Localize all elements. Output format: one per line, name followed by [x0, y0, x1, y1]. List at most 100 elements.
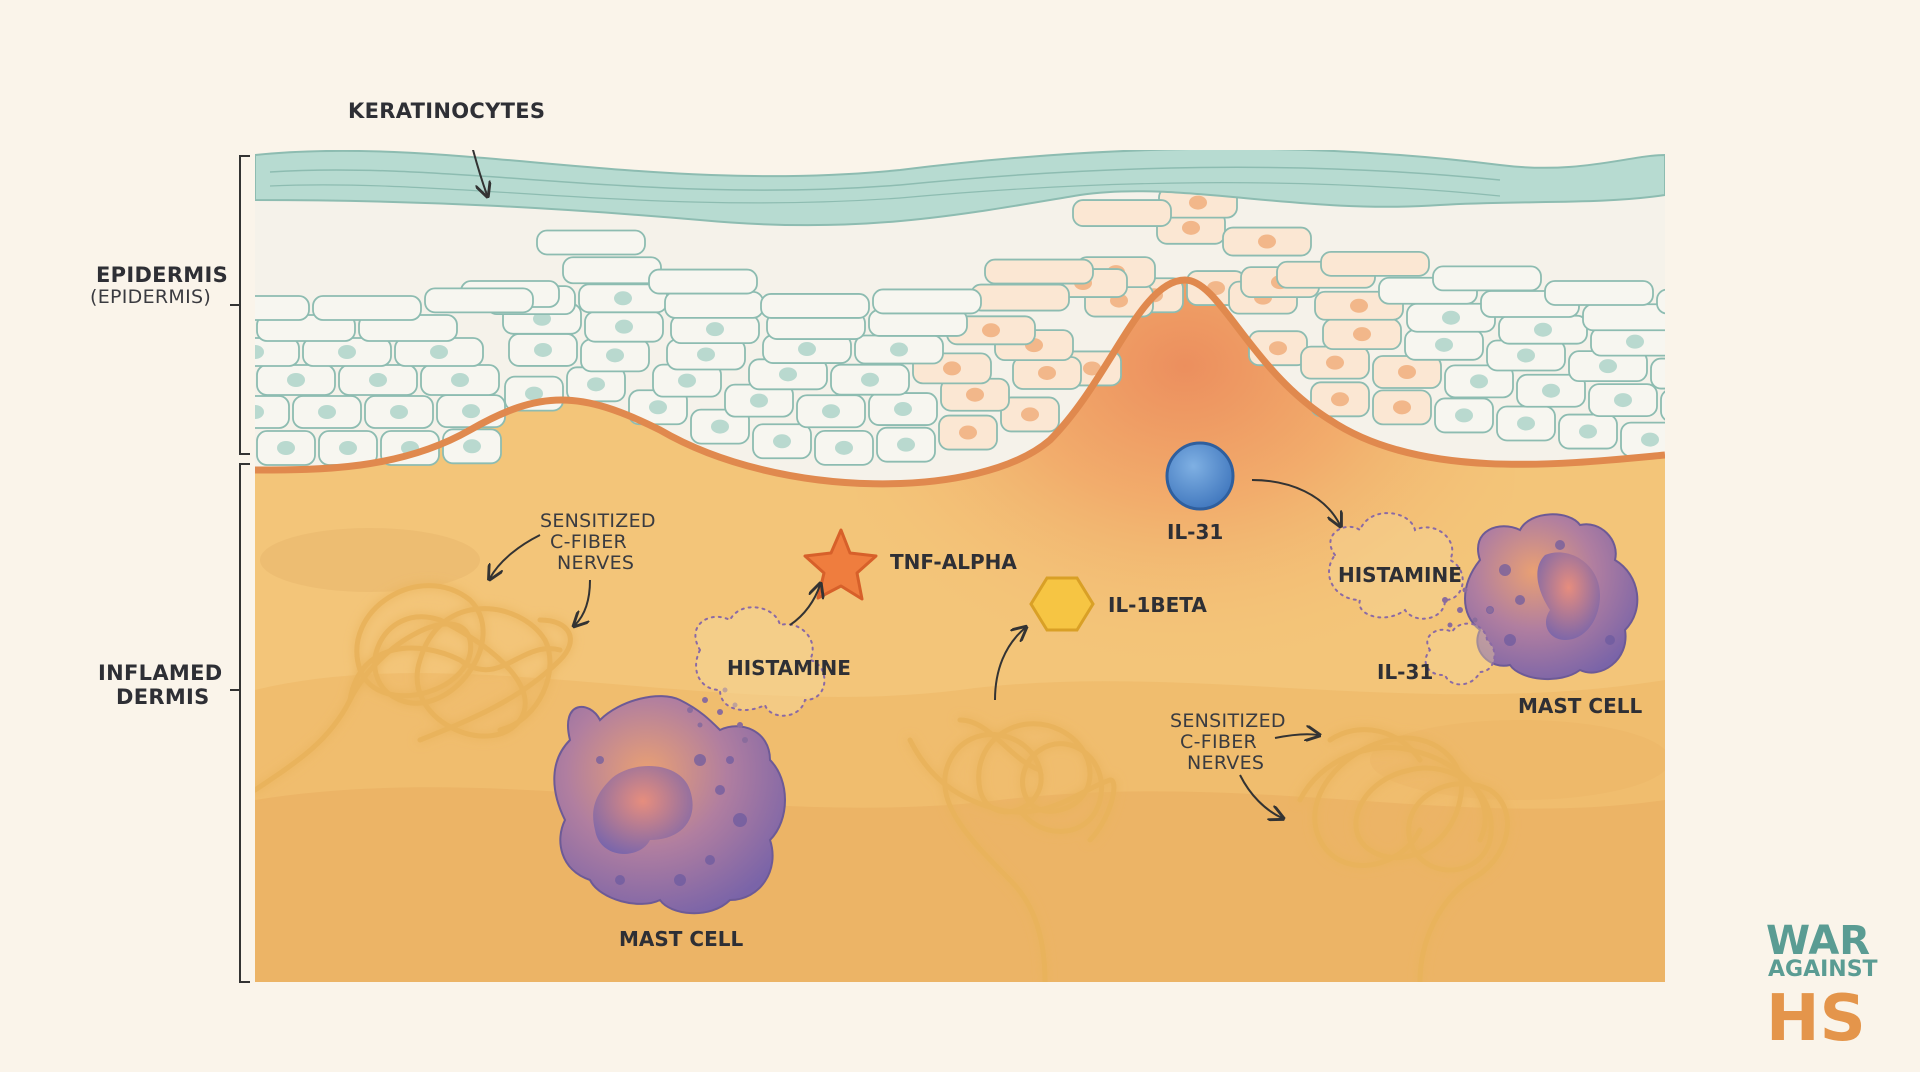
cell-nucleus [798, 342, 816, 357]
keratinocyte-cell [255, 295, 310, 321]
cell-nucleus [587, 377, 605, 392]
cell-nucleus [1626, 334, 1644, 349]
cell-nucleus [1517, 416, 1535, 431]
cell-nucleus [1038, 365, 1056, 380]
cell-nucleus [897, 437, 915, 452]
cell-nucleus [1614, 393, 1632, 408]
cell-nucleus [1182, 220, 1200, 235]
cell-nucleus [1189, 195, 1207, 210]
cell-nucleus [255, 345, 264, 359]
cell-nucleus [1641, 432, 1659, 447]
label-nerves-left-2: C-FIBER [550, 531, 627, 553]
cell-nucleus [1350, 298, 1368, 313]
keratinocyte-cell [562, 256, 662, 285]
cell-nucleus [1534, 322, 1552, 337]
keratinocyte-cell [1656, 288, 1665, 315]
keratinocyte-cell [1320, 250, 1430, 277]
cell-nucleus [943, 361, 961, 376]
cell-nucleus [697, 347, 715, 362]
label-inflamed: INFLAMED [98, 661, 222, 685]
cell-nucleus [606, 348, 624, 363]
keratinocyte-cell [1660, 390, 1665, 421]
brand-logo: WAR AGAINST HS [1766, 918, 1878, 1056]
cell-nucleus [711, 419, 729, 434]
cell-nucleus [1326, 355, 1344, 370]
cell-nucleus [255, 405, 264, 419]
cell-nucleus [1398, 365, 1416, 380]
keratinocyte-cell [664, 290, 764, 319]
keratinocyte-cell [424, 287, 534, 314]
cell-nucleus [1331, 392, 1349, 407]
cell-nucleus [678, 373, 696, 388]
label-mast-right: MAST CELL [1518, 694, 1642, 718]
label-nerves-right-2: C-FIBER [1180, 731, 1257, 753]
keratinocyte-cell [1072, 199, 1172, 227]
cell-nucleus [1470, 374, 1488, 389]
cell-nucleus [1021, 407, 1039, 422]
cell-nucleus [525, 386, 543, 401]
cell-nucleus [861, 372, 879, 387]
logo-line-3: HS [1766, 982, 1866, 1056]
label-tnf: TNF-ALPHA [890, 550, 1017, 574]
cell-nucleus [1579, 424, 1597, 439]
cell-nucleus [1517, 348, 1535, 363]
keratinocyte-cell [1650, 357, 1665, 390]
cell-nucleus [750, 393, 768, 408]
keratinocyte-cell [536, 229, 646, 256]
cell-nucleus [773, 434, 791, 449]
nerve-center [907, 717, 1117, 982]
keratinocyte-cell [1582, 303, 1665, 332]
cell-nucleus [534, 342, 552, 357]
cell-nucleus [890, 342, 908, 357]
cell-nucleus [318, 405, 336, 419]
mast-cell-left [553, 687, 786, 915]
nerve-left [255, 583, 573, 793]
keratinocyte-cell [648, 268, 758, 295]
basement-membrane [255, 276, 1665, 488]
cell-nucleus [338, 345, 356, 359]
cell-nucleus [835, 440, 853, 455]
keratinocyte-cell [255, 337, 300, 367]
label-mast-left: MAST CELL [619, 927, 743, 951]
label-epidermis-sub: (EPIDERMIS) [90, 286, 211, 308]
cell-nucleus [1393, 400, 1411, 415]
cell-nucleus [894, 402, 912, 417]
granule-dots [1442, 587, 1493, 628]
cell-nucleus [1435, 337, 1453, 352]
pathway-arrows [472, 150, 1340, 818]
cell-nucleus [462, 404, 480, 419]
keratinocyte-cell [1544, 280, 1654, 306]
label-nerves-right-1: SENSITIZED [1170, 710, 1286, 732]
cell-nucleus [1353, 327, 1371, 342]
cell-nucleus [1542, 383, 1560, 398]
keratinocyte-cell [872, 288, 982, 315]
tissue-patch [260, 528, 480, 592]
epidermal-cells [255, 186, 1704, 466]
label-nerves-left-1: SENSITIZED [540, 510, 656, 532]
cell-nucleus [1258, 234, 1276, 249]
cell-nucleus [779, 367, 797, 382]
cell-nucleus [277, 441, 295, 455]
cell-nucleus [1269, 341, 1287, 356]
cell-nucleus [822, 404, 840, 419]
cell-nucleus [451, 373, 469, 387]
histamine-cloud-left [694, 606, 826, 717]
cell-nucleus [966, 387, 984, 402]
cell-nucleus [390, 405, 408, 419]
cell-nucleus [1455, 408, 1473, 423]
cell-nucleus [463, 439, 481, 454]
stratum-line [269, 182, 1501, 204]
cell-nucleus [1442, 310, 1460, 325]
cell-nucleus [1686, 399, 1704, 413]
label-il31-top: IL-31 [1167, 520, 1223, 544]
cell-nucleus [369, 373, 387, 387]
cell-nucleus [706, 322, 724, 337]
keratinocyte-cell [970, 283, 1070, 312]
cell-nucleus [1599, 359, 1617, 374]
il31-cloud-bottom [1424, 622, 1496, 686]
cell-nucleus [982, 323, 1000, 338]
label-histamine-right: HISTAMINE [1338, 563, 1462, 587]
cell-nucleus [649, 400, 667, 415]
keratinocyte-cell [1432, 265, 1542, 292]
circle-icon [1165, 441, 1235, 511]
